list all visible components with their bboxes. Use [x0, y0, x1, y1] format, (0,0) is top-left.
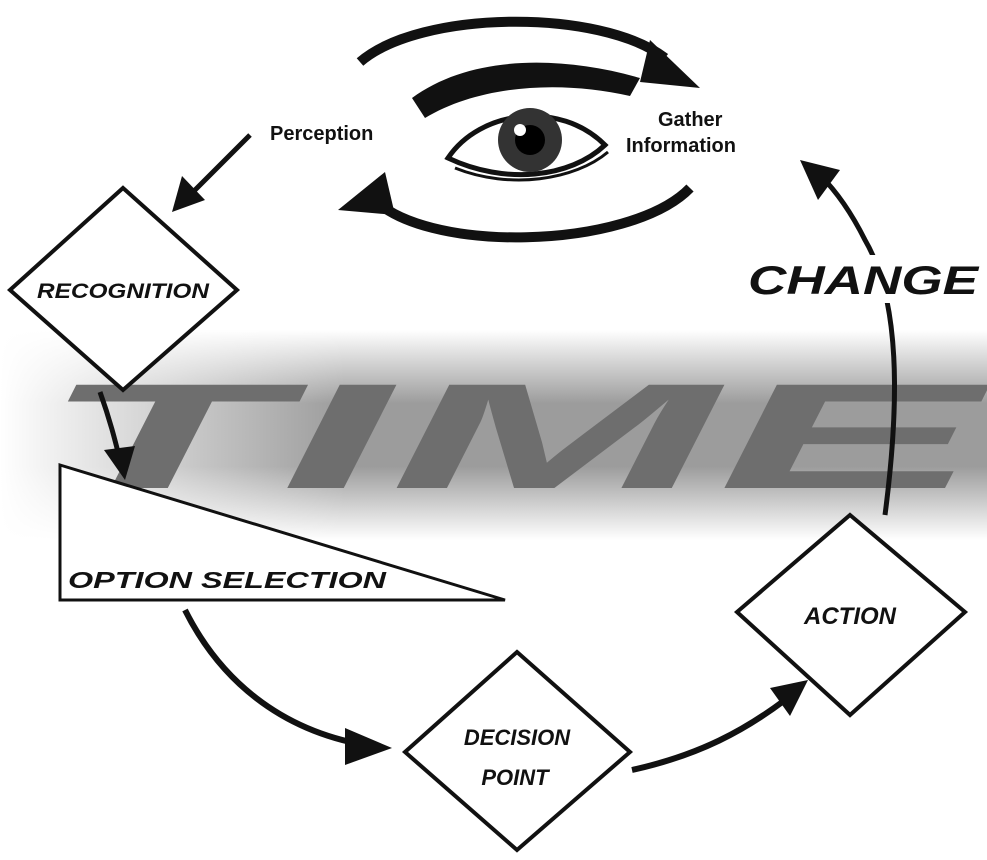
time-word: TIME: [40, 352, 987, 520]
arrow-decision-to-action: [631, 697, 787, 773]
change-arrowhead: [800, 160, 840, 200]
decision-label: DECISION: [464, 725, 571, 750]
eyebrow: [412, 62, 640, 118]
arrow-perception-to-recognition: [183, 133, 252, 202]
time-band: TIME: [0, 330, 987, 540]
action-node: ACTION: [733, 512, 969, 718]
bottom-cycle-arc: [366, 184, 694, 243]
eye-icon: [412, 62, 640, 182]
option-selection-triangle: [58, 462, 506, 602]
recognition-node: RECOGNITION: [6, 185, 241, 393]
top-cycle-arrowhead: [640, 40, 700, 88]
lower-lid: [454, 150, 609, 182]
arrowhead-to-recognition: [172, 176, 205, 212]
arrowhead-to-action: [770, 680, 808, 716]
action-diamond: [733, 512, 969, 718]
action-label: ACTION: [803, 603, 897, 630]
recognition-label: RECOGNITION: [37, 280, 210, 303]
decision-point-node: DECISION POINT: [401, 649, 634, 853]
eye-cycle-arrows: [338, 16, 700, 243]
eye-highlight: [514, 124, 526, 136]
recognition-diamond: [6, 185, 241, 393]
option-selection-label: OPTION SELECTION: [68, 567, 387, 593]
decision-point-diamond: [401, 649, 634, 853]
arrowhead-to-option: [104, 446, 135, 480]
arrow-option-to-decision: [182, 608, 366, 748]
bottom-cycle-arrowhead: [338, 172, 395, 215]
point-label: POINT: [481, 765, 550, 790]
change-label-bg: [740, 255, 980, 303]
change-label: CHANGE: [748, 259, 980, 303]
arrowhead-to-decision: [345, 728, 392, 765]
perception-label: Perception: [270, 123, 373, 145]
information-label: Information: [626, 135, 736, 157]
gather-label: Gather: [658, 109, 723, 131]
top-cycle-arc: [356, 16, 669, 66]
option-selection-node: OPTION SELECTION: [58, 462, 506, 602]
